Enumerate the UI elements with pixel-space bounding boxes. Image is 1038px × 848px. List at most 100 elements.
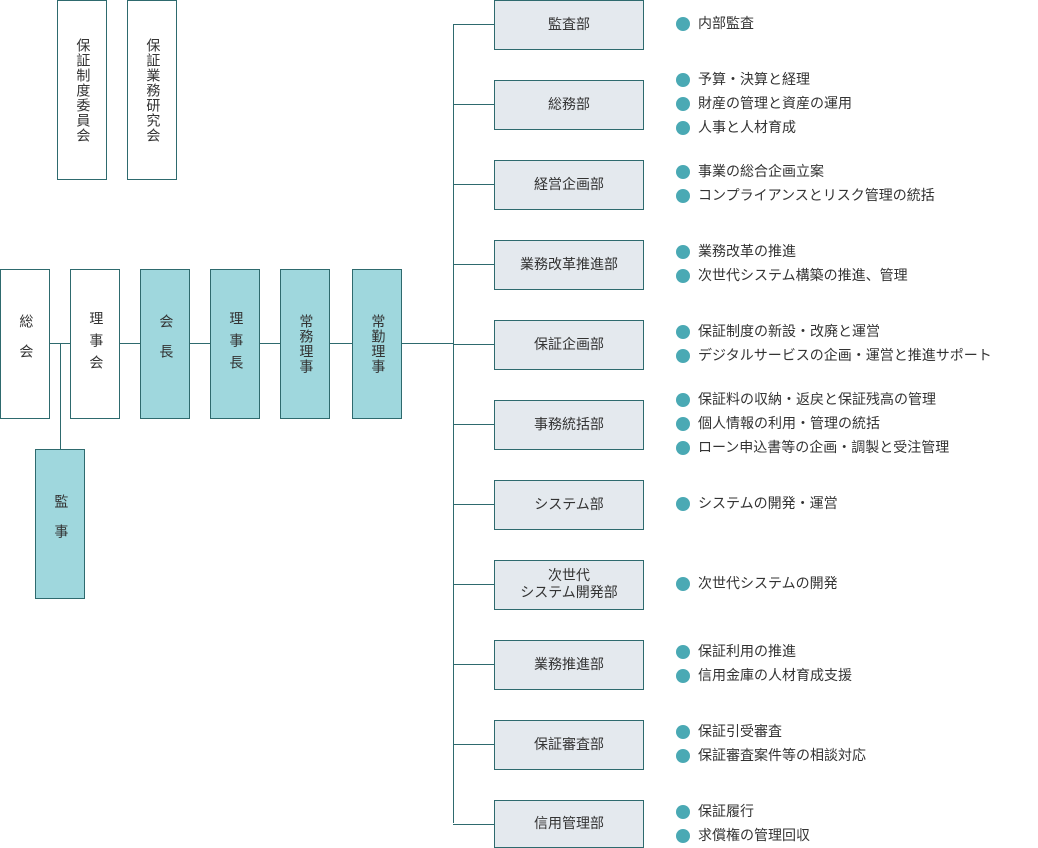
- duty-text: 内部監査: [698, 16, 754, 32]
- duty-item: 内部監査: [676, 12, 754, 36]
- duty-text: 予算・決算と経理: [698, 72, 810, 88]
- general-meeting-label: 総会: [17, 314, 34, 374]
- branch-9: [453, 744, 494, 745]
- duty-text: 次世代システム構築の推進、管理: [698, 268, 908, 284]
- connector-to-departments: [401, 343, 453, 344]
- dept-general-affairs: 総務部: [494, 80, 644, 130]
- bullet-dot: [676, 189, 690, 203]
- branch-0: [453, 24, 494, 25]
- connector-meeting-board: [49, 343, 70, 344]
- duties-administration: 保証料の収納・返戻と保証残高の管理 個人情報の利用・管理の統括 ローン申込書等の…: [676, 388, 949, 460]
- dept-guarantee-planning: 保証企画部: [494, 320, 644, 370]
- duty-item: 財産の管理と資産の運用: [676, 92, 852, 116]
- bullet-dot: [676, 165, 690, 179]
- bullet-dot: [676, 73, 690, 87]
- dept-label: 次世代 システム開発部: [520, 568, 618, 601]
- branch-5: [453, 424, 494, 425]
- bullet-dot: [676, 749, 690, 763]
- duty-item: 人事と人材育成: [676, 116, 852, 140]
- duties-systems: システムの開発・運営: [676, 492, 838, 516]
- auditor-box: 監事: [35, 449, 85, 599]
- duty-item: ローン申込書等の企画・調製と受注管理: [676, 436, 949, 460]
- duty-text: 個人情報の利用・管理の統括: [698, 416, 880, 432]
- bullet-dot: [676, 829, 690, 843]
- dept-guarantee-review: 保証審査部: [494, 720, 644, 770]
- duty-text: システムの開発・運営: [698, 496, 838, 512]
- dept-business-promotion: 業務推進部: [494, 640, 644, 690]
- committee-guarantee-system: 保証制度委員会: [57, 0, 107, 180]
- dept-label: 保証審査部: [534, 736, 604, 753]
- duty-item: 保証履行: [676, 800, 810, 824]
- duties-next-gen-systems: 次世代システムの開発: [676, 572, 838, 596]
- duty-item: 保証引受審査: [676, 720, 866, 744]
- branch-3: [453, 264, 494, 265]
- bullet-dot: [676, 121, 690, 135]
- duty-item: 信用金庫の人材育成支援: [676, 664, 852, 688]
- duties-guarantee-review: 保証引受審査 保証審査案件等の相談対応: [676, 720, 866, 768]
- duty-text: 保証引受審査: [698, 724, 782, 740]
- duties-business-reform: 業務改革の推進 次世代システム構築の推進、管理: [676, 240, 908, 288]
- auditor-label: 監事: [52, 494, 69, 554]
- duty-text: 保証料の収納・返戻と保証残高の管理: [698, 392, 936, 408]
- managing-director-label: 常務理事: [297, 314, 314, 374]
- dept-label: システム部: [534, 496, 604, 513]
- general-meeting-box: 総会: [0, 269, 50, 419]
- board-label: 理事会: [87, 311, 104, 377]
- duty-item: 次世代システムの開発: [676, 572, 838, 596]
- bullet-dot: [676, 497, 690, 511]
- bullet-dot: [676, 645, 690, 659]
- duty-item: 事業の総合企画立案: [676, 160, 935, 184]
- committee-label: 保証業務研究会: [144, 37, 161, 143]
- duty-item: 業務改革の推進: [676, 240, 908, 264]
- connector-board-chairman: [119, 343, 140, 344]
- dept-next-gen-systems: 次世代 システム開発部: [494, 560, 644, 610]
- bullet-dot: [676, 441, 690, 455]
- duty-text: 保証制度の新設・改廃と運営: [698, 324, 880, 340]
- bullet-dot: [676, 577, 690, 591]
- dept-audit: 監査部: [494, 0, 644, 50]
- duty-text: 保証審査案件等の相談対応: [698, 748, 866, 764]
- duty-item: 個人情報の利用・管理の統括: [676, 412, 949, 436]
- connector-managing-fulltime: [329, 343, 352, 344]
- duty-text: 求償権の管理回収: [698, 828, 810, 844]
- branch-2: [453, 184, 494, 185]
- duties-credit-management: 保証履行 求償権の管理回収: [676, 800, 810, 848]
- bullet-dot: [676, 417, 690, 431]
- duty-text: 保証履行: [698, 804, 754, 820]
- duty-text: 保証利用の推進: [698, 644, 796, 660]
- duty-item: 次世代システム構築の推進、管理: [676, 264, 908, 288]
- president-label: 理事長: [227, 311, 244, 377]
- duties-corporate-planning: 事業の総合企画立案 コンプライアンスとリスク管理の統括: [676, 160, 935, 208]
- dept-label: 信用管理部: [534, 815, 604, 832]
- duty-item: 保証利用の推進: [676, 640, 852, 664]
- bullet-dot: [676, 669, 690, 683]
- duty-text: 業務改革の推進: [698, 244, 796, 260]
- committee-label: 保証制度委員会: [74, 37, 91, 143]
- dept-label: 事務統括部: [534, 416, 604, 433]
- dept-label: 保証企画部: [534, 336, 604, 353]
- duty-text: コンプライアンスとリスク管理の統括: [698, 188, 935, 204]
- branch-8: [453, 664, 494, 665]
- duties-audit: 内部監査: [676, 12, 754, 36]
- bullet-dot: [676, 725, 690, 739]
- connector-president-managing: [259, 343, 280, 344]
- dept-corporate-planning: 経営企画部: [494, 160, 644, 210]
- duty-text: 事業の総合企画立案: [698, 164, 824, 180]
- full-time-director-label: 常勤理事: [369, 314, 386, 374]
- duty-text: ローン申込書等の企画・調製と受注管理: [698, 440, 950, 456]
- bullet-dot: [676, 393, 690, 407]
- duty-item: 保証審査案件等の相談対応: [676, 744, 866, 768]
- chairman-box: 会長: [140, 269, 190, 419]
- duty-text: デジタルサービスの企画・運営と推進サポート: [698, 348, 992, 364]
- dept-label: 経営企画部: [534, 176, 604, 193]
- branch-1: [453, 104, 494, 105]
- duties-business-promotion: 保証利用の推進 信用金庫の人材育成支援: [676, 640, 852, 688]
- bullet-dot: [676, 97, 690, 111]
- bullet-dot: [676, 349, 690, 363]
- duty-text: 財産の管理と資産の運用: [698, 96, 852, 112]
- president-box: 理事長: [210, 269, 260, 419]
- bullet-dot: [676, 805, 690, 819]
- duty-item: コンプライアンスとリスク管理の統括: [676, 184, 935, 208]
- dept-credit-management: 信用管理部: [494, 800, 644, 848]
- duty-item: システムの開発・運営: [676, 492, 838, 516]
